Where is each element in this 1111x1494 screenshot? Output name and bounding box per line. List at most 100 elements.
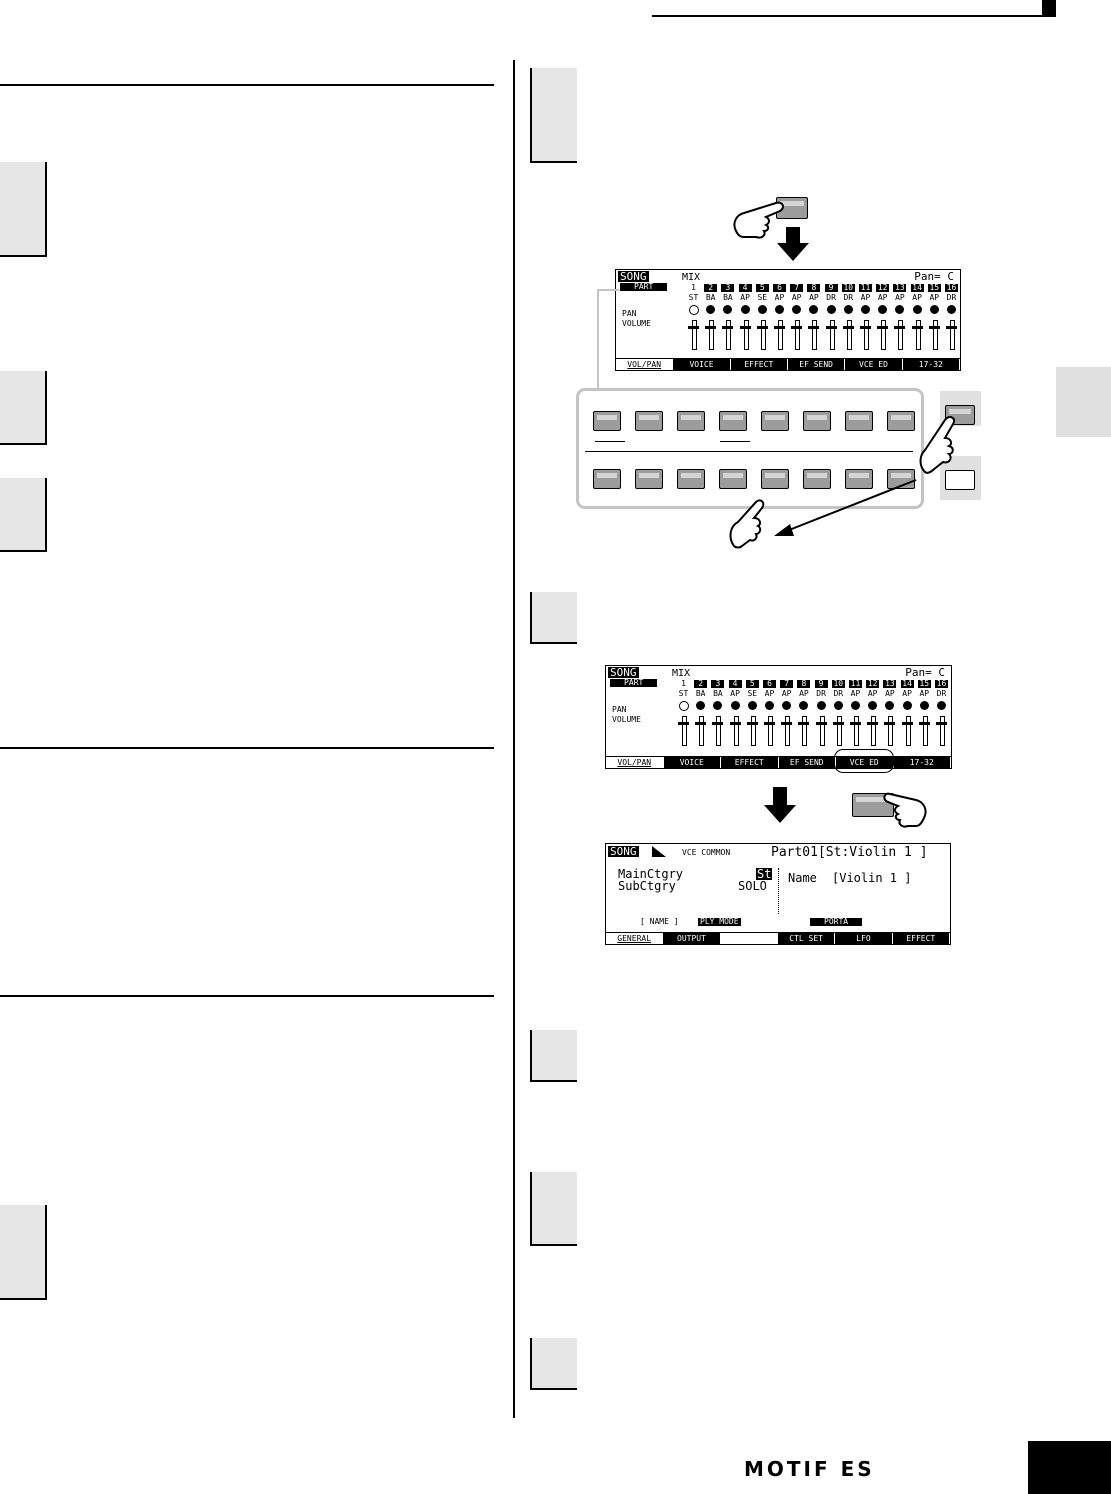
- volume-slider[interactable]: [836, 716, 842, 746]
- part-number[interactable]: 15: [927, 283, 941, 292]
- volume-slider[interactable]: [709, 320, 715, 350]
- part-number[interactable]: 10: [831, 679, 845, 688]
- tab-0[interactable]: VOL/PAN: [606, 757, 664, 768]
- volume-slider[interactable]: [932, 320, 938, 350]
- part-number[interactable]: 13: [893, 283, 907, 292]
- volume-slider[interactable]: [760, 320, 766, 350]
- volume-slider[interactable]: [940, 716, 945, 746]
- volume-slider[interactable]: [871, 716, 877, 746]
- volume-slider[interactable]: [802, 716, 808, 746]
- pan-knob[interactable]: [851, 701, 860, 710]
- tab-2[interactable]: EFFECT: [721, 757, 779, 768]
- pan-knob[interactable]: [902, 701, 912, 710]
- part-number[interactable]: 4: [738, 284, 752, 292]
- pan-knob[interactable]: [826, 305, 836, 314]
- part-number[interactable]: 3: [721, 284, 735, 292]
- part-select-button[interactable]: [845, 469, 873, 489]
- part-number[interactable]: 3: [711, 680, 725, 688]
- volume-slider[interactable]: [750, 716, 756, 746]
- pan-knob[interactable]: [919, 701, 929, 710]
- part-number[interactable]: 12: [876, 283, 890, 292]
- part-number[interactable]: 1: [691, 283, 696, 292]
- part-number[interactable]: 2: [694, 680, 708, 688]
- part-select-button[interactable]: [593, 469, 621, 489]
- pan-knob[interactable]: [757, 305, 767, 314]
- volume-slider[interactable]: [854, 716, 859, 746]
- tab-general[interactable]: GENERAL: [606, 933, 664, 944]
- volume-slider[interactable]: [898, 320, 904, 350]
- part-select-button[interactable]: [635, 411, 663, 431]
- tab-3[interactable]: EF SEND: [778, 757, 836, 768]
- part-number[interactable]: 2: [704, 284, 718, 292]
- pan-knob[interactable]: [809, 305, 819, 314]
- volume-slider[interactable]: [682, 716, 687, 746]
- subtab-name[interactable]: [ NAME ]: [640, 917, 679, 926]
- volume-slider[interactable]: [733, 716, 739, 746]
- pan-knob[interactable]: [895, 305, 905, 314]
- pan-knob[interactable]: [947, 305, 956, 314]
- part-select-button[interactable]: [845, 411, 873, 431]
- tab-1[interactable]: VOICE: [663, 757, 721, 768]
- volume-slider[interactable]: [768, 716, 773, 746]
- volume-slider[interactable]: [778, 320, 783, 350]
- mixing-button[interactable]: [776, 197, 808, 219]
- part-number[interactable]: 8: [797, 680, 811, 688]
- volume-slider[interactable]: [743, 320, 749, 350]
- name-value[interactable]: [Violin 1 ]: [832, 871, 912, 885]
- pan-knob[interactable]: [706, 305, 716, 314]
- part-number[interactable]: 13: [883, 679, 897, 688]
- pan-knob[interactable]: [885, 701, 895, 710]
- tab-2[interactable]: EFFECT: [730, 359, 788, 370]
- pan-knob[interactable]: [775, 305, 784, 314]
- pan-knob[interactable]: [723, 305, 733, 314]
- volume-slider[interactable]: [846, 320, 852, 350]
- part-select-button[interactable]: [593, 411, 621, 431]
- pan-knob[interactable]: [679, 701, 689, 711]
- part-number[interactable]: 5: [745, 680, 759, 688]
- part-select-button[interactable]: [719, 469, 747, 489]
- part-number[interactable]: 16: [945, 283, 958, 292]
- tab-1[interactable]: VOICE: [673, 359, 731, 370]
- part-number[interactable]: 7: [780, 680, 794, 688]
- pan-knob[interactable]: [843, 305, 853, 314]
- pan-knob[interactable]: [878, 305, 888, 314]
- pan-knob[interactable]: [730, 701, 740, 710]
- mute-button[interactable]: [945, 470, 975, 490]
- part-select-button[interactable]: [761, 469, 789, 489]
- volume-slider[interactable]: [812, 320, 818, 350]
- part-number[interactable]: 6: [773, 284, 786, 292]
- volume-slider[interactable]: [950, 320, 955, 350]
- part-number[interactable]: 1: [681, 679, 686, 688]
- tab-3[interactable]: EF SEND: [787, 359, 846, 370]
- volume-slider[interactable]: [692, 320, 697, 350]
- volume-slider[interactable]: [905, 716, 911, 746]
- volume-slider[interactable]: [864, 320, 869, 350]
- part-number[interactable]: 6: [763, 680, 776, 688]
- tab-output[interactable]: OUTPUT: [663, 933, 721, 944]
- pan-knob[interactable]: [861, 305, 870, 314]
- part-select-button[interactable]: [677, 469, 705, 489]
- volume-slider[interactable]: [922, 716, 928, 746]
- pan-knob[interactable]: [765, 701, 774, 710]
- part-number[interactable]: 15: [917, 679, 931, 688]
- pan-knob[interactable]: [816, 701, 826, 710]
- tab-5[interactable]: 17-32: [893, 757, 951, 768]
- part-select-button[interactable]: [719, 411, 747, 431]
- part-select-button[interactable]: [887, 411, 915, 431]
- volume-slider[interactable]: [829, 320, 835, 350]
- pan-knob[interactable]: [740, 305, 750, 314]
- subtab-play-mode[interactable]: PLY MODE: [698, 917, 741, 926]
- tab-lfo[interactable]: LFO: [835, 933, 893, 944]
- part-number[interactable]: 16: [935, 679, 948, 688]
- pan-knob[interactable]: [868, 701, 878, 710]
- tab-4[interactable]: VCE ED: [845, 359, 903, 370]
- part-number[interactable]: 9: [824, 284, 838, 292]
- volume-slider[interactable]: [888, 716, 894, 746]
- part-number[interactable]: 5: [755, 284, 769, 292]
- volume-slider[interactable]: [915, 320, 921, 350]
- pan-knob[interactable]: [689, 305, 699, 315]
- volume-slider[interactable]: [819, 716, 825, 746]
- part-number[interactable]: 4: [728, 680, 742, 688]
- tab-5[interactable]: 17-32: [902, 359, 960, 370]
- pan-knob[interactable]: [713, 701, 723, 710]
